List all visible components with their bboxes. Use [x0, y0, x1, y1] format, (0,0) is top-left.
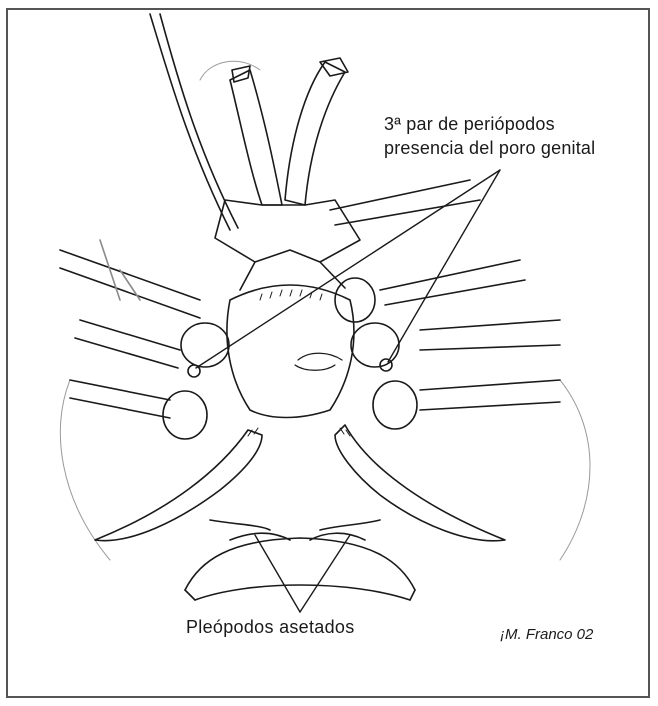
- left-coxa: [181, 323, 229, 367]
- carapace-outline: [60, 380, 110, 560]
- genital-pore-label-line2: presencia del poro genital: [384, 138, 595, 159]
- abdomen-segment: [185, 538, 415, 590]
- author-signature: ¡M. Franco 02: [500, 626, 593, 643]
- left-antenna: [150, 14, 230, 230]
- leader-line-right-pleopod: [300, 535, 350, 612]
- mouth-plates: [215, 200, 360, 262]
- pleopods-label: Pleópodos asetados: [186, 617, 355, 638]
- right-leg-3: [420, 320, 560, 330]
- leader-line-left-pore: [196, 170, 500, 368]
- leader-line-left-pleopod: [255, 535, 300, 612]
- left-leg-2: [80, 320, 180, 350]
- left-leg-3: [70, 380, 170, 400]
- right-leg-2: [380, 260, 520, 290]
- right-leg-4: [420, 380, 560, 390]
- leader-line-right-pore: [388, 170, 500, 362]
- genital-pore-label-line1: 3ª par de periópodos: [384, 114, 555, 135]
- right-maxilliped: [285, 62, 345, 205]
- right-coxa: [351, 323, 399, 367]
- left-maxilliped: [230, 70, 282, 205]
